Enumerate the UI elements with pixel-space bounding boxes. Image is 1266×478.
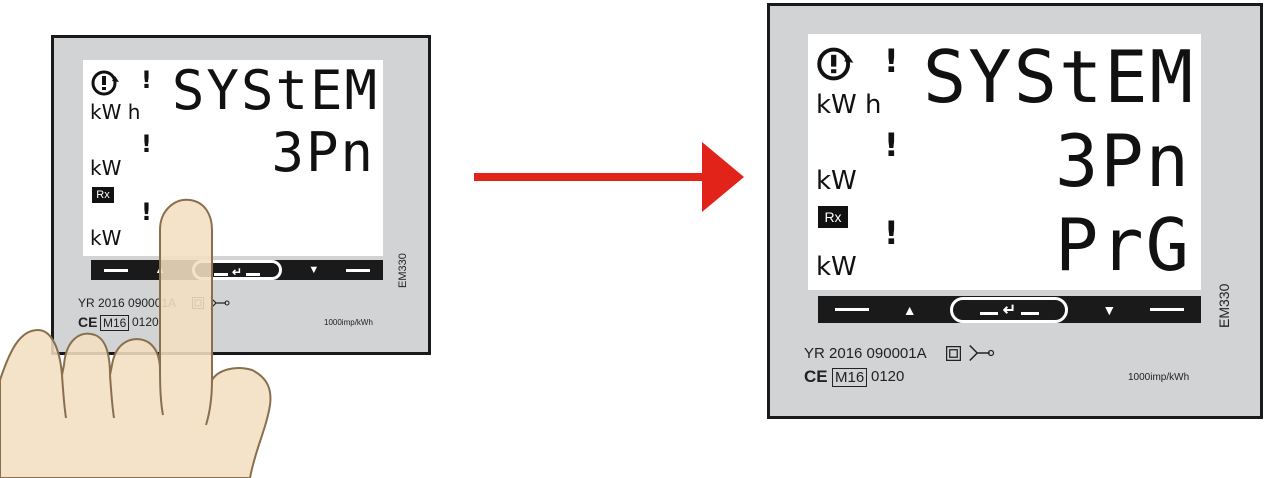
double-insulation-icon	[946, 346, 961, 361]
enter-dash-right	[246, 273, 261, 276]
unit-kw: kW	[90, 226, 122, 250]
enter-key-group[interactable]: ↵	[950, 296, 1069, 323]
rx-badge: Rx	[818, 206, 848, 228]
model-label: EM330	[397, 253, 409, 288]
unit-kwh: kW h	[816, 90, 882, 120]
serial-number: YR 2016 090001A	[78, 296, 177, 310]
enter-icon: ↵	[231, 265, 243, 279]
display-line-2: 3Pn	[1054, 119, 1191, 203]
enter-dash-left	[980, 311, 999, 315]
lcd-display-after: ! kW h ! kW Rx ! kW SYStEM 3Pn PrG	[808, 34, 1201, 290]
energy-meter-after: ! kW h ! kW Rx ! kW SYStEM 3Pn PrG ▲ ↵ ▼…	[767, 3, 1263, 419]
display-line-1: SYStEM	[171, 59, 379, 122]
down-key[interactable]: ▼	[308, 264, 320, 276]
left-key[interactable]	[104, 268, 129, 272]
metrology-mark: M16	[100, 315, 130, 331]
display-line-3: PrG	[1054, 203, 1191, 287]
pulse-rate: 1000imp/kWh	[324, 318, 373, 327]
up-key[interactable]: ▲	[902, 301, 917, 318]
serial-number: YR 2016 090001A	[804, 345, 927, 362]
transition-arrow-icon	[474, 142, 744, 212]
enter-dash-right	[1020, 311, 1039, 315]
unit-kw: kW	[816, 252, 857, 282]
ce-mark: CE	[804, 367, 828, 386]
ce-mark: CE	[78, 314, 98, 330]
model-label: EM330	[1216, 283, 1232, 328]
unit-kw: kW	[90, 156, 122, 180]
metrology-mark: M16	[832, 368, 868, 387]
enter-icon: ↵	[1002, 301, 1017, 319]
down-key[interactable]: ▼	[1102, 301, 1117, 318]
left-key[interactable]	[834, 308, 869, 311]
energy-meter-before: ! kW h ! kW Rx ! kW SYStEM 3Pn ▲ ↵ ▼ EM3…	[51, 35, 431, 355]
warning-mark: !	[141, 130, 152, 158]
power-cycle-icon	[91, 70, 119, 96]
pulse-output-icon	[969, 344, 995, 362]
warning-mark: !	[141, 198, 152, 226]
warning-mark: !	[141, 66, 152, 94]
rx-badge: Rx	[92, 187, 114, 203]
unit-kwh: kW h	[90, 100, 141, 124]
power-cycle-icon	[817, 47, 854, 81]
unit-kw: kW	[816, 166, 857, 196]
metrology-number: 0120	[132, 315, 159, 329]
warning-mark: !	[884, 42, 899, 80]
right-key[interactable]	[1150, 308, 1185, 311]
warning-mark: !	[884, 126, 899, 164]
enter-dash-left	[213, 273, 228, 276]
keypad-bar: ▲ ↵ ▼	[818, 296, 1201, 323]
display-line-1: SYStEM	[922, 35, 1195, 119]
right-key[interactable]	[345, 268, 370, 272]
metrology-number: 0120	[871, 368, 905, 385]
lcd-display-before: ! kW h ! kW Rx ! kW SYStEM 3Pn	[83, 60, 383, 256]
display-line-2: 3Pn	[271, 121, 375, 184]
pulse-rate: 1000imp/kWh	[1128, 372, 1190, 383]
finger-press-hand-icon	[0, 198, 272, 478]
warning-mark: !	[884, 214, 899, 252]
